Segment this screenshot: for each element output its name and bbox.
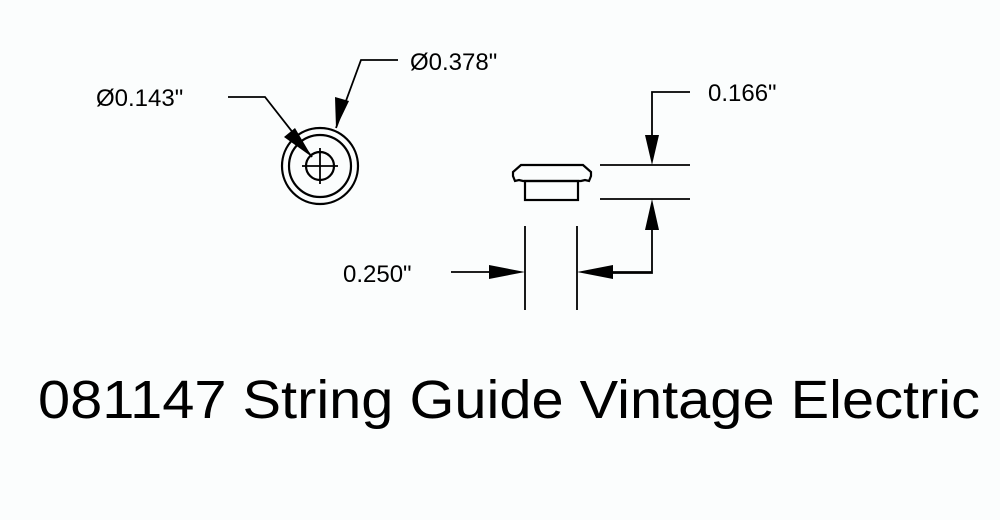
arrowhead-icon xyxy=(284,128,312,157)
height-label: 0.166" xyxy=(708,80,777,107)
arrow-up-icon xyxy=(645,199,659,230)
arrow-left-icon xyxy=(577,265,613,279)
cap-profile xyxy=(511,163,593,183)
inner-diameter-label: Ø0.143" xyxy=(96,85,183,112)
outer-circle xyxy=(280,126,360,206)
inner-diameter-leader xyxy=(228,96,313,158)
arrow-down-icon xyxy=(645,135,659,165)
drawing-title: 081147 String Guide Vintage Electric xyxy=(38,370,980,430)
outer-diameter-leader xyxy=(335,59,398,129)
top-view xyxy=(280,126,360,206)
inner-ring-circle xyxy=(287,133,353,199)
height-dimension xyxy=(600,91,690,274)
body-profile xyxy=(523,179,580,202)
arrow-right-icon xyxy=(489,265,525,279)
side-view xyxy=(511,163,593,202)
arrowhead-icon xyxy=(335,97,349,128)
outer-diameter-label: Ø0.378" xyxy=(410,49,497,76)
width-label: 0.250" xyxy=(343,261,412,288)
width-dimension xyxy=(451,226,652,310)
